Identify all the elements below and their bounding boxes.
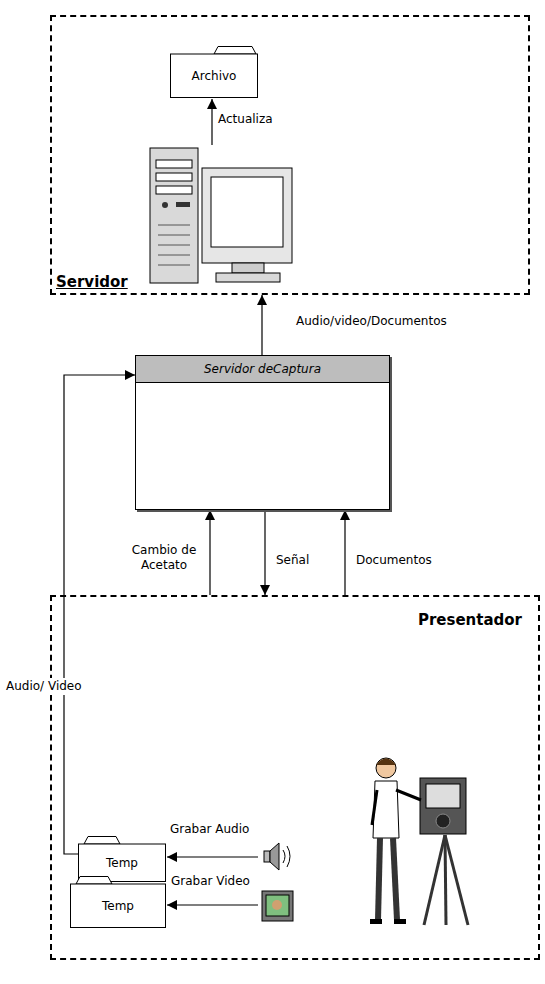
folder-tab — [76, 877, 112, 885]
computer-illustration-part — [158, 255, 190, 256]
computer-illustration-part — [156, 160, 192, 168]
video-monitor-icon — [262, 891, 293, 921]
record-video-arrow — [167, 905, 258, 906]
speaker-icon-part — [287, 846, 290, 867]
presenter-illustration-part — [370, 919, 382, 924]
presenter-illustration-part — [394, 919, 406, 924]
flow-arrow — [264, 510, 265, 595]
edge-label: Cambio de Acetato — [124, 543, 204, 573]
folder-tab — [214, 47, 256, 55]
update-arrow-part — [211, 99, 212, 145]
folder-label-area: Archivo — [170, 54, 258, 98]
edge-label: Documentos — [356, 553, 432, 568]
flow-arrow — [64, 375, 135, 854]
speaker-icon-part — [264, 851, 270, 862]
video-monitor-icon-part — [272, 900, 282, 910]
presenter-illustration-part — [376, 759, 396, 766]
presenter-illustration-part — [376, 758, 396, 778]
flow-arrow — [209, 510, 210, 595]
presenter-illustration-part — [445, 835, 468, 925]
file-folder: Archivo — [170, 46, 258, 98]
temp-folder: Temp — [78, 836, 166, 882]
presenter-illustration-part — [393, 838, 397, 920]
speaker-icon-part — [283, 850, 285, 863]
computer-illustration-part — [156, 173, 192, 181]
temp-folder: Temp — [70, 876, 166, 928]
header-band: Servidor deCaptura — [136, 356, 389, 383]
presenter-illustration — [370, 758, 468, 925]
computer-illustration-part — [156, 186, 192, 194]
computer-illustration-part — [162, 202, 168, 208]
computer-illustration — [150, 148, 292, 283]
computer-illustration-part — [158, 235, 190, 236]
presenter-region: PresentadorTempTemp — [50, 595, 540, 960]
computer-illustration-part — [232, 263, 264, 273]
presenter-illustration-part — [378, 838, 380, 920]
folder-label: Temp — [106, 856, 138, 870]
record-audio-arrow-part — [167, 856, 258, 857]
arrow-label: Grabar Video — [171, 874, 250, 889]
arrow-label: Actualiza — [218, 112, 273, 127]
presenter-illustration-part — [373, 781, 399, 838]
computer-illustration-part — [176, 202, 190, 207]
folder-label: Temp — [102, 899, 134, 913]
edge-label: Audio/ Video — [4, 678, 84, 695]
folder-label: Archivo — [192, 69, 237, 83]
arrow-label: Grabar Audio — [170, 822, 249, 837]
presenter-illustration-part — [436, 814, 450, 828]
capture-server-box: Servidor deCaptura — [135, 355, 390, 510]
presenter-illustration-part — [426, 784, 460, 808]
presenter-illustration-part — [445, 835, 446, 925]
flow-arrow — [344, 510, 345, 595]
computer-illustration-part — [202, 168, 292, 263]
folder-body — [171, 54, 258, 98]
speaker-icon — [264, 843, 290, 870]
computer-illustration-part — [158, 265, 190, 266]
presenter-illustration-part — [396, 790, 421, 800]
folder-tab — [84, 837, 120, 845]
folder-label-area: Temp — [70, 884, 166, 928]
folder-body — [79, 844, 166, 882]
speaker-icon-part — [270, 843, 279, 870]
presenter-illustration-part — [420, 778, 466, 834]
region-title: Presentador — [418, 611, 522, 629]
presenter-illustration-part — [424, 835, 445, 925]
computer-illustration-part — [158, 245, 190, 246]
computer-illustration-part — [216, 273, 280, 282]
region-title: Servidor — [56, 273, 128, 291]
presenter-illustration-part — [372, 790, 377, 825]
video-monitor-icon-part — [266, 895, 289, 916]
video-monitor-icon-part — [262, 891, 293, 921]
flow-arrow — [261, 295, 262, 355]
edge-label: Audio/video/Documentos — [296, 314, 447, 329]
box-title: Servidor deCaptura — [204, 362, 321, 376]
computer-illustration-part — [150, 148, 198, 283]
server-region: Servidor Archivo — [50, 15, 530, 295]
update-arrow — [212, 99, 213, 145]
folder-body — [71, 884, 166, 928]
record-audio-arrow — [167, 857, 258, 858]
edge-label: Señal — [276, 553, 309, 568]
record-video-arrow-part — [167, 904, 258, 905]
computer-illustration-part — [211, 177, 283, 247]
computer-illustration-part — [158, 225, 190, 226]
